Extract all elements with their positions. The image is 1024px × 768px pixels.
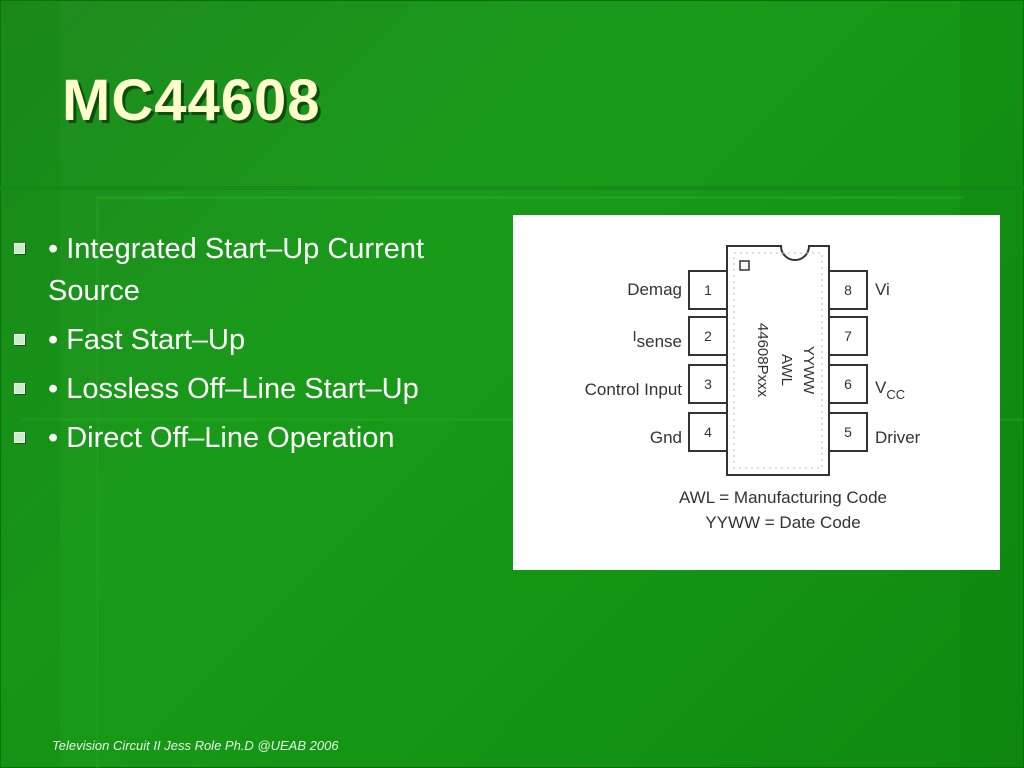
pin-label-main: I: [632, 328, 636, 345]
bullet-item: • Fast Start–Up: [10, 319, 510, 361]
pin-label: Demag: [627, 280, 682, 299]
legend-line: YYWW = Date Code: [705, 513, 860, 532]
chip-date-marking: YYWW: [800, 346, 817, 395]
pinout-svg: 44608Pxxx AWL YYWW 1 2 3 4 Demag Isense …: [585, 245, 921, 532]
pin-label-main: V: [875, 378, 887, 397]
pin-label: VCC: [875, 378, 905, 402]
bullet-list: • Integrated Start–Up Current Source • F…: [10, 228, 510, 466]
pin-number: 8: [844, 282, 852, 298]
pin-label: Gnd: [650, 428, 682, 447]
pin-label-sub: CC: [886, 387, 905, 402]
slide-title: MC44608: [62, 68, 321, 133]
chip-part-marking: 44608Pxxx: [754, 323, 771, 398]
pin-box: [828, 412, 868, 452]
square-bullet-icon: [14, 243, 25, 254]
pin-one-marker-icon: [739, 260, 750, 271]
chip-inner: [733, 252, 823, 469]
bullet-text: • Integrated Start–Up Current Source: [48, 233, 425, 307]
legend-line: AWL = Manufacturing Code: [679, 488, 887, 507]
bullet-text: • Direct Off–Line Operation: [48, 422, 395, 454]
pin-box: [828, 316, 868, 356]
chip-body: [726, 245, 830, 476]
pin-box: [688, 412, 728, 452]
pin-box: [828, 364, 868, 404]
chip-code-marking: AWL: [778, 354, 795, 386]
pin-number: 4: [704, 424, 712, 440]
pin-label: Isense: [632, 328, 682, 351]
pin-number: 7: [844, 328, 852, 344]
pin-number: 2: [704, 328, 712, 344]
pin-number: 3: [704, 376, 712, 392]
pin-label-sub: sense: [637, 332, 682, 351]
bullet-text: • Lossless Off–Line Start–Up: [48, 373, 419, 405]
slide-footer: Television Circuit II Jess Role Ph.D @UE…: [52, 738, 339, 753]
square-bullet-icon: [14, 383, 25, 394]
square-bullet-icon: [14, 432, 25, 443]
pinout-diagram: 44608Pxxx AWL YYWW 1 2 3 4 Demag Isense …: [513, 215, 1000, 570]
square-bullet-icon: [14, 334, 25, 345]
bullet-text: • Fast Start–Up: [48, 324, 246, 356]
pin-box: [688, 270, 728, 310]
pin-box: [688, 316, 728, 356]
pin-box: [828, 270, 868, 310]
pin-number: 6: [844, 376, 852, 392]
bullet-item: • Direct Off–Line Operation: [10, 417, 510, 459]
pin-label: Control Input: [585, 380, 683, 399]
bullet-item: • Lossless Off–Line Start–Up: [10, 368, 510, 410]
pin-number: 1: [704, 282, 712, 298]
pin-label: Driver: [875, 428, 921, 447]
pin-number: 5: [844, 424, 852, 440]
bullet-item: • Integrated Start–Up Current Source: [10, 228, 510, 312]
pin-box: [688, 364, 728, 404]
pin-label: Vi: [875, 280, 890, 299]
